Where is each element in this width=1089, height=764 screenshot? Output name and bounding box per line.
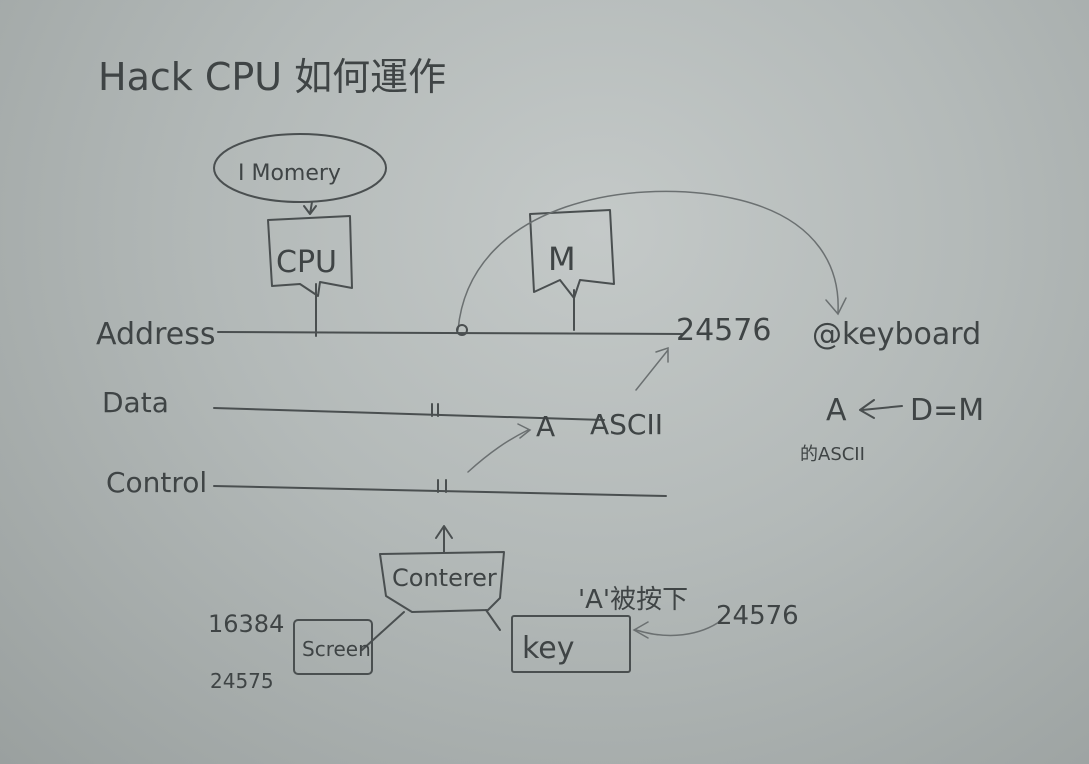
- address-tap-point: [456, 324, 468, 336]
- screen-end-address: 24575: [210, 669, 274, 693]
- assign-left: A: [826, 393, 847, 428]
- controller-shape: [379, 551, 505, 613]
- key-address: 24576: [716, 601, 799, 631]
- data-bus-line: [213, 407, 605, 421]
- screen-label: Screen: [302, 637, 371, 661]
- control-bus-line: [213, 485, 667, 497]
- control-bus-tick: [437, 479, 447, 493]
- data-a-label: A: [536, 410, 555, 443]
- address-bus-line: [217, 331, 683, 335]
- cpu-label: CPU: [276, 245, 337, 280]
- address-value: 24576: [676, 313, 771, 348]
- diagram-title: Hack CPU 如何運作: [98, 55, 446, 99]
- keyboard-label: @keyboard: [812, 317, 981, 352]
- controller-to-screen-line: [361, 611, 405, 651]
- key-address-arrow: [632, 619, 723, 639]
- controller-label: Conterer: [392, 564, 497, 592]
- screen-box: [293, 619, 373, 675]
- address-bus-label: Address: [96, 317, 215, 352]
- cpu-box: [267, 215, 353, 297]
- ascii-note: 的ASCII: [800, 444, 865, 465]
- screen-start-address: 16384: [208, 610, 284, 638]
- data-to-address-arrow: [635, 346, 669, 391]
- m-label: M: [548, 240, 576, 278]
- control-bus-label: Control: [106, 466, 207, 499]
- data-bus-tick: [431, 403, 439, 417]
- key-label: key: [522, 631, 575, 666]
- control-to-data-arrow: [467, 423, 532, 473]
- data-bus-label: Data: [102, 386, 169, 419]
- ascii-label: ASCII: [590, 408, 663, 441]
- controller-to-key-line: [485, 609, 501, 631]
- address-to-keyboard-arc: [457, 190, 839, 331]
- instruction-memory-label: I Momery: [238, 161, 341, 186]
- keyboard-arrowhead: [825, 297, 847, 316]
- m-box: [529, 209, 615, 299]
- key-box: [511, 615, 631, 673]
- controller-to-bus-arrow: [435, 525, 453, 553]
- assign-right: D=M: [910, 393, 984, 428]
- memory-to-cpu-arrow: [303, 201, 317, 215]
- key-pressed-label: 'A'被按下: [578, 585, 688, 615]
- instruction-memory-oval: [213, 133, 387, 203]
- assign-arrow: [859, 399, 903, 419]
